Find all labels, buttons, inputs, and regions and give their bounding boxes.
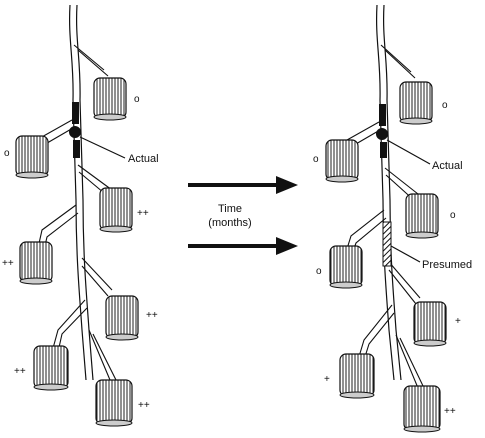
left-actual-block-lower [73,140,80,158]
left-actual-pointer [79,136,126,159]
right-actual-block [379,104,386,126]
muscle-fiber-L2: o [4,135,49,179]
fiber-L1-marker: o [134,94,140,105]
muscle-fiber-R1: o [399,81,448,125]
fiber-R1-marker: o [442,100,448,111]
presumed-block [382,221,392,267]
right-axon-tree: Actual Presumed o o o o + [313,4,472,433]
arrow-upper-head [276,176,298,194]
muscle-fiber-R7: ++ [403,385,456,433]
left-actual-label: Actual [128,153,159,165]
presumed-pointer [390,245,421,263]
fiber-L3-marker: ++ [137,208,149,219]
right-actual-pointer [386,139,431,165]
fiber-R7-marker: ++ [444,406,456,417]
time-label: Time [218,203,242,215]
muscle-fiber-L1: o [93,77,140,121]
muscle-fiber-L3: ++ [99,187,149,233]
right-actual-node [376,128,388,140]
fiber-L6-marker: ++ [14,366,26,377]
muscle-fiber-R2: o [313,139,359,183]
fiber-L2-marker: o [4,148,10,159]
right-actual-label: Actual [432,160,463,172]
fiber-L7-marker: ++ [138,400,150,411]
fiber-R4-marker: o [316,266,322,277]
fiber-L4-marker: ++ [2,258,14,269]
arrow-lower-head [276,237,298,255]
fiber-R5-marker: + [455,316,461,327]
muscle-fiber-R5: + [413,301,461,347]
muscle-fiber-R3: o [405,193,456,239]
left-branches [37,44,117,381]
fiber-R2-marker: o [313,154,319,165]
muscle-fiber-L7: ++ [95,379,150,427]
left-axon-tree: Actual o o ++ ++ ++ [2,4,159,427]
muscle-fiber-R6: + [324,353,375,399]
left-actual-block [72,102,79,124]
muscle-fiber-L4: ++ [2,241,53,285]
right-actual-block-lower [380,142,387,158]
muscle-fiber-L6: ++ [14,345,69,391]
muscle-fiber-L5: ++ [105,295,158,341]
fiber-R6-marker: + [324,374,330,385]
time-unit-label: (months) [208,217,251,229]
left-main-trunk [69,4,94,381]
fiber-R3-marker: o [450,210,456,221]
time-arrows: Time (months) [188,176,298,255]
presumed-label: Presumed [422,259,472,271]
muscle-fiber-R4: o [316,245,363,289]
fiber-L5-marker: ++ [146,310,158,321]
left-actual-node [69,126,81,138]
right-main-trunk [376,4,402,381]
